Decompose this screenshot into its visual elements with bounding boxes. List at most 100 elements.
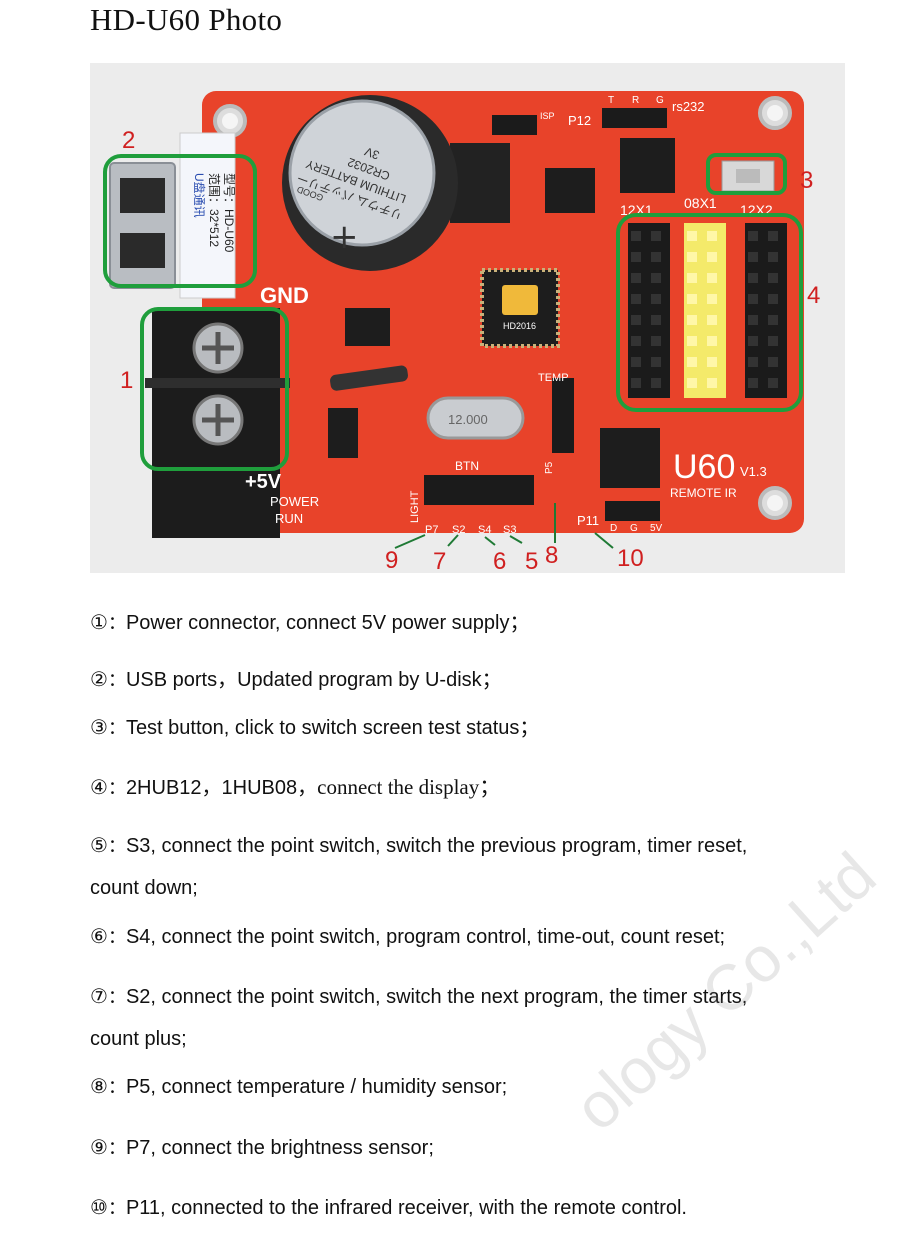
silk-u60: U60 [673, 448, 735, 486]
header-pin [687, 252, 697, 262]
header-pin [768, 252, 778, 262]
silk-p5: P5 [544, 461, 555, 474]
header-pin [748, 273, 758, 283]
power-terminal [145, 308, 290, 538]
header-pins [631, 231, 778, 388]
header-pin [687, 294, 697, 304]
ic-u18 [545, 168, 595, 213]
item-separator: ： [107, 778, 126, 799]
silk-remote: REMOTE IR [670, 486, 737, 500]
header-pin [748, 315, 758, 325]
header-pin [651, 273, 661, 283]
item-number: ③ [90, 715, 108, 739]
item-number: ⑨ [90, 1135, 108, 1159]
item-text: S2, connect the point switch, switch the… [125, 986, 748, 1008]
header-pin [687, 336, 697, 346]
header-pin [707, 357, 717, 367]
silk-g: G [656, 95, 664, 106]
crystal-label: 12.000 [448, 412, 488, 427]
item-number: ⑥ [90, 924, 108, 948]
silk-btn: BTN [455, 459, 479, 473]
header-pin [707, 231, 717, 241]
item-number: ⑤ [90, 833, 108, 857]
item-text: P7, connect the brightness sensor; [125, 1137, 434, 1159]
silk-light: LIGHT [409, 490, 421, 523]
silk-5v-small: 5V [650, 523, 663, 534]
header-pin [651, 357, 661, 367]
callout-3: 3 [800, 167, 813, 194]
callout-6: 6 [493, 548, 506, 573]
header-pin [748, 231, 758, 241]
crystal: 12.000 [426, 396, 525, 440]
silk-version: V1.3 [740, 464, 767, 479]
header-pin [651, 315, 661, 325]
silk-gnd: GND [260, 283, 309, 308]
item-7-continuation: count plus; [90, 1028, 187, 1050]
highlight-hub [616, 213, 803, 412]
header-pin [631, 378, 641, 388]
item-text: P5, connect temperature / humidity senso… [125, 1076, 508, 1098]
header-pin [631, 357, 641, 367]
header-pin [768, 315, 778, 325]
item-6: ⑥：S4, connect the point switch, program … [90, 923, 725, 949]
header-pin [687, 378, 697, 388]
header-pin [768, 357, 778, 367]
silk-temp: TEMP [538, 372, 569, 384]
header-pin [631, 294, 641, 304]
header-pin [651, 336, 661, 346]
header-pin [707, 336, 717, 346]
highlight-terminal [140, 307, 289, 471]
silk-isp: ISP [540, 111, 555, 121]
item-separator: ： [107, 1198, 126, 1219]
header-pin [651, 378, 661, 388]
item-3: ③：Test button, click to switch screen te… [90, 711, 539, 740]
page-title: HD-U60 Photo [90, 2, 283, 37]
item-text: P11, connected to the infrared receiver,… [125, 1197, 687, 1219]
item-separator: ： [107, 613, 126, 634]
highlight-boxes [103, 153, 803, 471]
item-text: Power connector, connect 5V power supply… [125, 612, 530, 634]
header-pin [748, 357, 758, 367]
item-4: ④：2HUB12，1HUB08，connect the display； [90, 771, 500, 801]
silk-s3: S3 [503, 524, 516, 536]
header-pin [768, 294, 778, 304]
item-separator: ： [107, 1138, 126, 1159]
item-separator: ： [107, 718, 126, 739]
item-7: ⑦：S2, connect the point switch, switch t… [90, 983, 747, 1009]
silk-p12: P12 [568, 113, 591, 128]
silk-run: RUN [275, 511, 303, 526]
silk-t: T [608, 95, 614, 106]
callout-1: 1 [120, 367, 133, 394]
ic-u6 [620, 138, 675, 193]
usb-port: U盘通讯 范围：32*512 型号：HD-U60 [109, 132, 236, 299]
callout-10: 10 [617, 545, 644, 572]
highlight-test-button [706, 153, 787, 195]
callout-arrows [394, 503, 614, 549]
bottom-pin-headers [424, 108, 667, 521]
callout-8: 8 [545, 542, 558, 569]
board-photo: U盘通讯 范围：32*512 型号：HD-U60 リチウム バッテリー LITH… [90, 63, 845, 573]
header-pin [707, 378, 717, 388]
item-10: ⑩：P11, connected to the infrared receive… [90, 1194, 687, 1220]
item-number: ② [90, 667, 108, 691]
header-pin [651, 231, 661, 241]
item-separator: ： [107, 927, 126, 948]
item-8: ⑧：P5, connect temperature / humidity sen… [90, 1073, 507, 1099]
header-pin [687, 231, 697, 241]
item-separator: ： [107, 836, 126, 857]
item-text: Test button, click to switch screen test… [125, 717, 540, 739]
ic-u3 [345, 308, 390, 346]
diode-d0 [330, 365, 408, 391]
item-text-serif: connect the display； [317, 775, 501, 799]
coin-battery: リチウム バッテリー LITHIUM BATTERY CR2032 3V GOO… [282, 95, 510, 271]
callout-5: 5 [525, 548, 538, 573]
silk-d: D [610, 523, 617, 534]
header-pin [768, 273, 778, 283]
item-text: 2HUB12，1HUB08， [125, 777, 318, 799]
silk-r: R [632, 95, 639, 106]
header-pin [768, 336, 778, 346]
header-pin [631, 273, 641, 283]
usb-label-1: U盘通讯 [192, 173, 207, 218]
silk-power: POWER [270, 494, 319, 509]
silk-p7: P7 [425, 524, 438, 536]
